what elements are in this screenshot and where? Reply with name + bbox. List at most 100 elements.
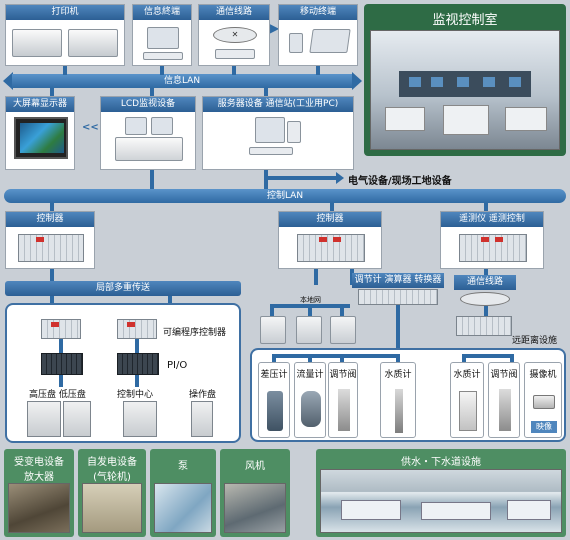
router-icon	[460, 292, 510, 306]
connector	[462, 354, 466, 364]
flowmeter-card: 流量计	[294, 362, 326, 438]
water-quality2-label: 水质计	[453, 370, 481, 380]
status-led	[333, 237, 341, 242]
connector	[396, 354, 400, 364]
control-room-photo	[370, 30, 560, 150]
valve-icon	[338, 389, 350, 431]
instrument-rack-icon	[358, 289, 438, 305]
lcd-monitor-label: LCD监视设备	[101, 97, 195, 112]
laptop-icon	[309, 29, 351, 53]
comm-line-card: 通信线路 ✕	[198, 4, 270, 66]
comm-line2-label: 通信线路	[466, 277, 503, 287]
substation-panel: 受变电设备 放大器	[4, 449, 74, 537]
connector	[264, 176, 336, 180]
water-quality1-label: 水质计	[384, 370, 412, 380]
electrical-site-label: 电气设备/现场工地设备	[348, 176, 452, 187]
substation-title-2: 放大器	[24, 472, 54, 483]
lan-arrow-left-icon	[3, 72, 13, 90]
water-supply-title: 供水・下水道设施	[401, 457, 481, 468]
control-valve1-label: 调节阀	[329, 370, 357, 380]
control-room-title: 监视控制室	[432, 13, 498, 28]
monitor-icon	[147, 27, 179, 49]
pio-label: PI/O	[167, 360, 188, 371]
connector	[135, 339, 139, 353]
connector	[264, 170, 268, 190]
flowmeter-label: 流量计	[296, 370, 324, 380]
plc-rack-icon	[41, 319, 81, 339]
control-lan-label: 控制LAN	[266, 191, 304, 201]
status-led	[36, 237, 44, 242]
keyboard-icon	[143, 52, 183, 60]
connector	[330, 203, 334, 211]
status-led	[51, 322, 59, 327]
status-led	[127, 322, 135, 327]
lcd-monitor-card: LCD监视设备	[100, 96, 196, 170]
diff-pressure-icon	[267, 391, 283, 431]
console-desk-icon	[115, 137, 183, 161]
connector	[396, 305, 400, 357]
info-terminal-label: 信息終端	[133, 5, 191, 20]
diff-pressure-card: 差压计	[258, 362, 290, 438]
substation-title-1: 受变电设备	[14, 457, 64, 468]
switch-icon	[215, 49, 255, 59]
camera-label: 摄像机	[529, 370, 557, 380]
pio-rack-icon	[41, 353, 83, 375]
controller-left-card: 控制器	[5, 211, 95, 269]
connector	[160, 66, 164, 75]
high-low-panel-label: 高压盘 低压盘	[29, 390, 86, 400]
connector	[50, 203, 54, 211]
connector	[484, 203, 488, 211]
fan-photo	[224, 483, 286, 533]
connector	[510, 354, 514, 364]
field-device-icon	[330, 316, 356, 344]
switchgear-icon	[63, 401, 91, 437]
water-supply-photo	[320, 469, 562, 533]
connector	[264, 88, 268, 96]
connector	[59, 375, 63, 387]
water-supply-panel: 供水・下水道设施	[316, 449, 566, 537]
control-cabinet-icon	[123, 401, 157, 437]
controller-rack-icon	[297, 234, 365, 262]
mobile-terminal-card: 移动终端	[278, 4, 358, 66]
local-multiplex-bar: 局部多重传送	[5, 281, 241, 296]
connector	[50, 88, 54, 96]
monitor-icon	[125, 117, 147, 135]
status-led	[495, 237, 503, 242]
status-led	[319, 237, 327, 242]
info-lan-label: 信息LAN	[163, 76, 201, 86]
telemetry-rack-icon	[459, 234, 527, 262]
connector	[232, 66, 236, 75]
field-device-icon	[260, 316, 286, 344]
generator-title-2: (气轮机)	[93, 472, 131, 483]
connector	[63, 66, 67, 75]
pda-icon	[289, 33, 303, 53]
pump-title: 泵	[178, 461, 188, 472]
operation-panel-icon	[191, 401, 213, 437]
connector	[484, 306, 488, 316]
instruments-bar: 调节计 演算器 转换器	[352, 273, 444, 288]
control-lan-bus: 控制LAN	[4, 189, 566, 203]
water-quality2-card: 水质计	[450, 362, 484, 438]
generator-photo	[82, 483, 142, 533]
local-net-label: 本地网	[300, 296, 321, 304]
water-quality-icon	[395, 389, 403, 433]
monitor-icon	[255, 117, 285, 143]
video-label: 映像	[531, 421, 557, 433]
mobile-terminal-label: 移动终端	[279, 5, 357, 20]
controller-mid-label: 控制器	[279, 212, 381, 227]
connector	[308, 304, 312, 316]
flowmeter-icon	[301, 391, 321, 427]
control-valve1-card: 调节阀	[328, 362, 358, 438]
remote-rack-icon	[456, 316, 512, 336]
controller-left-label: 控制器	[6, 212, 94, 227]
server-station-label: 服务器设备 通信站(工业用PC)	[203, 97, 353, 112]
info-terminal-card: 信息終端	[132, 4, 192, 66]
connector	[168, 296, 172, 306]
keyboard-icon	[249, 147, 293, 155]
telemetry-card: 遥测仪 遥测控制	[440, 211, 544, 269]
plc-label: 可编程序控制器	[163, 328, 227, 338]
connector	[340, 304, 344, 316]
controller-rack-icon	[18, 234, 84, 262]
display-screen	[14, 117, 68, 159]
connector	[272, 354, 276, 364]
